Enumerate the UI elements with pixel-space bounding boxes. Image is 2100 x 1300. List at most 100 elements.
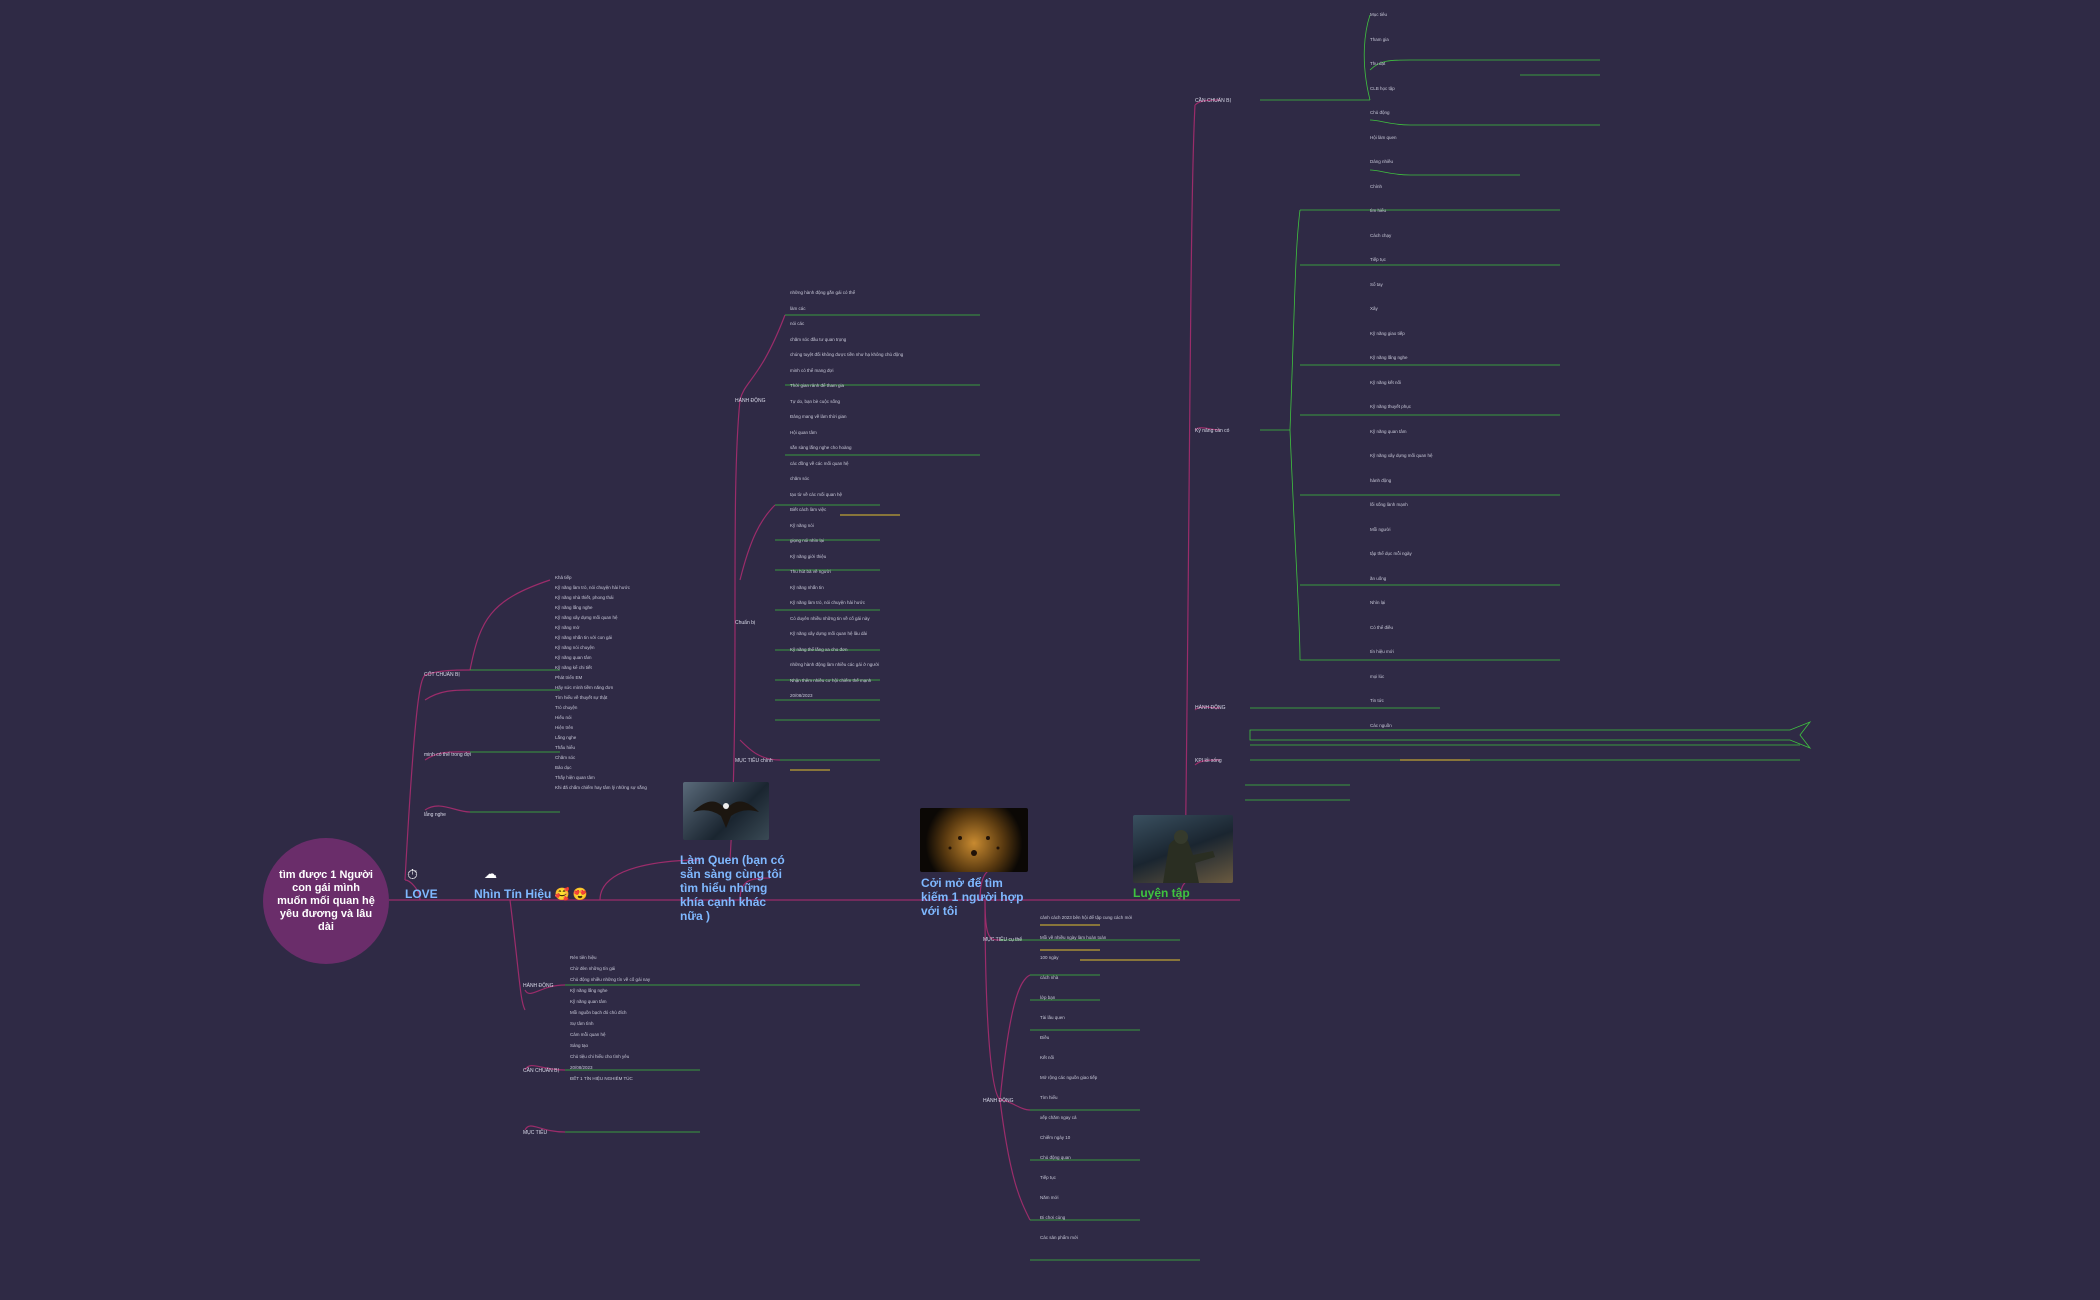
pr-leaf-item[interactable]: Sổ tay bbox=[1370, 281, 1383, 287]
love-leaf-item[interactable]: Hãy sức mình tiềm năng đơn bbox=[555, 685, 614, 690]
meet-leaf-item[interactable]: Tự do, bạn bè cuộc sống bbox=[790, 398, 841, 404]
love-leaf-item[interactable]: Khi đã chấm chiếm hay tâm lý những sự sẵ… bbox=[555, 785, 647, 790]
meet-leaf-item[interactable]: Nhận thêm nhiều cơ hội chiếm thế mạnh bbox=[790, 677, 872, 683]
open-leaf-item[interactable]: Đi chơi cùng bbox=[1040, 1215, 1066, 1220]
pr-leaf-item[interactable]: Có thể điều bbox=[1370, 624, 1394, 630]
branch-love[interactable]: LOVE bbox=[405, 887, 438, 901]
sig-leaf-item[interactable]: Chờ đèn những tín gái bbox=[570, 966, 616, 971]
open-leaf-item[interactable]: Kết nối bbox=[1040, 1055, 1055, 1060]
love-leaf-item[interactable]: Tìm hiểu về thuyết sự thật bbox=[555, 695, 608, 700]
love-leaf-item[interactable]: Kỹ năng nói chuyện bbox=[555, 645, 595, 650]
open-leaf-item[interactable]: cảnh cách 2023 bên hội để tập cung cách … bbox=[1040, 915, 1133, 920]
meet-leaf-item[interactable]: Kỹ năng nói bbox=[790, 522, 814, 528]
sig-leaf-item[interactable]: Kỹ năng quan tâm bbox=[570, 999, 607, 1004]
meet-leaf-item[interactable]: chăm sóc bbox=[790, 476, 810, 481]
love-leaf-item[interactable]: Kỹ năng nhắn tin với con gái bbox=[555, 635, 612, 640]
meet-leaf-item[interactable]: những hành động gắn gái có thể bbox=[790, 290, 856, 295]
meet-prep[interactable]: Chuẩn bị bbox=[735, 620, 756, 626]
love-leaf-item[interactable]: Hiện trên bbox=[555, 725, 574, 730]
meet-leaf-item[interactable]: tạo từ về các mối quan hệ bbox=[790, 491, 843, 497]
pr-leaf-item[interactable]: Mục tiêu bbox=[1370, 12, 1388, 17]
meet-leaf-item[interactable]: 20/08/2023 bbox=[790, 693, 813, 698]
pr-leaf-item[interactable]: mọi lúc bbox=[1370, 673, 1385, 679]
meet-leaf-item[interactable]: sẵn sàng lắng nghe cho hoàng bbox=[790, 445, 852, 450]
branch-signals[interactable]: Nhìn Tín Hiệu 🥰 😍 bbox=[474, 887, 588, 901]
love-leaf-item[interactable]: Phát triển EM bbox=[555, 675, 583, 680]
meet-goal[interactable]: MỤC TIÊU chính bbox=[735, 758, 773, 764]
meet-leaf-item[interactable]: Đảng mang về làm thời gian bbox=[790, 414, 847, 419]
signals-prep[interactable]: CẦN CHUẨN BỊ bbox=[523, 1068, 559, 1074]
meet-leaf-item[interactable]: chăm sóc đầu tư quan trọng bbox=[790, 336, 847, 342]
pr-leaf-item[interactable]: Nhìn lại bbox=[1370, 600, 1386, 605]
meet-action[interactable]: HÀNH ĐỘNG bbox=[735, 398, 766, 404]
pr-leaf-item[interactable]: tập thể dục mỗi ngày bbox=[1370, 551, 1412, 556]
sig-leaf-item[interactable]: Sự tâm tình bbox=[570, 1021, 594, 1026]
love-leaf-item[interactable]: Chăm sóc bbox=[555, 755, 576, 760]
pr-leaf-item[interactable]: Dáng nhiều bbox=[1370, 159, 1394, 164]
pr-leaf-item[interactable]: Tiếp tục bbox=[1370, 257, 1386, 262]
pr-leaf-item[interactable]: Tin tức bbox=[1370, 698, 1384, 703]
love-leaf-item[interactable]: Kỹ năng quan tâm bbox=[555, 655, 592, 660]
pr-leaf-item[interactable]: Kỹ năng quan tâm bbox=[1370, 428, 1407, 434]
meet-leaf-item[interactable]: minh có thể mang đợi bbox=[790, 367, 834, 373]
meet-leaf-item[interactable]: nói các bbox=[790, 321, 805, 326]
sig-leaf-item[interactable]: Mỗi nguồn bạch đó chủ đích bbox=[570, 1010, 627, 1015]
signals-goal[interactable]: MỤC TIÊU bbox=[523, 1130, 548, 1136]
branch-open[interactable]: Cởi mở để tìm kiếm 1 người hợp với tôi bbox=[921, 876, 1024, 918]
meet-leaf-item[interactable]: Kỹ năng thể lắng xa cho đơn bbox=[790, 646, 848, 652]
practice-action[interactable]: HÀNH ĐỘNG bbox=[1195, 705, 1226, 711]
love-leaf-item[interactable]: Kỹ năng lắng nghe bbox=[555, 605, 593, 610]
meet-leaf-item[interactable]: Kỹ năng nhắn tin bbox=[790, 584, 824, 590]
meet-leaf-item[interactable]: Kỹ năng giới thiệu bbox=[790, 553, 827, 559]
pr-leaf-item[interactable]: Chính bbox=[1370, 183, 1383, 189]
open-goal[interactable]: MỤC TIÊU cụ thể bbox=[983, 937, 1023, 943]
pr-leaf-item[interactable]: Kỹ năng xây dựng mối quan hệ bbox=[1370, 453, 1433, 458]
open-leaf-item[interactable]: Các sản phẩm mới bbox=[1040, 1235, 1078, 1240]
love-leaf-item[interactable]: Trò chuyện bbox=[555, 705, 578, 710]
love-leaf-item[interactable]: Bảo dục bbox=[555, 765, 572, 770]
meet-leaf-item[interactable]: Kỹ năng làm trò, nói chuyện hài hước bbox=[790, 600, 866, 605]
open-leaf-item[interactable]: Mở rộng các nguồn giao tiếp bbox=[1040, 1075, 1098, 1080]
pr-leaf-item[interactable]: Kỹ năng thuyết phục bbox=[1370, 404, 1412, 409]
love-prep[interactable]: CỐT CHUẨN BỊ bbox=[424, 672, 460, 678]
pr-leaf-item[interactable]: CLB học tập bbox=[1370, 85, 1395, 91]
love-mind[interactable]: minh có thể trong đợi bbox=[424, 752, 472, 758]
sig-leaf-item[interactable]: Cảm mỗi quan hệ bbox=[570, 1032, 606, 1037]
pr-leaf-item[interactable]: hành động bbox=[1370, 477, 1392, 483]
pr-leaf-item[interactable]: ăn uống bbox=[1370, 575, 1387, 581]
open-leaf-item[interactable]: Năm mới bbox=[1040, 1195, 1059, 1200]
open-leaf-item[interactable]: Tiếp tục bbox=[1040, 1175, 1056, 1180]
meet-leaf-item[interactable]: giọng nói nhìn lại bbox=[790, 538, 825, 543]
open-action[interactable]: HÀNH ĐỘNG bbox=[983, 1098, 1014, 1104]
pr-leaf-item[interactable]: Kỹ năng lắng nghe bbox=[1370, 355, 1408, 360]
love-leaf-item[interactable]: Thấu hiểu bbox=[555, 745, 576, 750]
pr-leaf-item[interactable]: tìm hiểu bbox=[1370, 208, 1387, 213]
practice-skills[interactable]: Kỹ năng cần có bbox=[1195, 428, 1230, 434]
meet-leaf-item[interactable]: những hành động làm nhiều các gái ở ngườ… bbox=[790, 662, 880, 667]
pr-leaf-item[interactable]: tín hiệu mới bbox=[1370, 649, 1394, 654]
sig-leaf-item[interactable]: Rèn tiên hiệu bbox=[570, 955, 597, 960]
open-leaf-item[interactable]: Tìm hiểu bbox=[1040, 1095, 1058, 1100]
signals-action[interactable]: HÀNH ĐỘNG bbox=[523, 983, 554, 989]
central-topic[interactable]: tìm được 1 Người con gái mình muốn mối q… bbox=[263, 838, 389, 964]
pr-leaf-item[interactable]: Cách chạy bbox=[1370, 232, 1392, 238]
sig-leaf-item[interactable]: Chủ động nhiều những tín về cố gái nay bbox=[570, 977, 651, 982]
meet-leaf-item[interactable]: Thu hút bà về người bbox=[790, 569, 831, 574]
meet-leaf-item[interactable]: làm các bbox=[790, 305, 806, 311]
pr-leaf-item[interactable]: Các nguồn bbox=[1370, 722, 1392, 728]
meet-leaf-item[interactable]: Hội quan tâm bbox=[790, 429, 817, 435]
pr-leaf-item[interactable]: Kỹ năng giao tiếp bbox=[1370, 330, 1405, 336]
pr-leaf-item[interactable]: Kỹ năng kết nối bbox=[1370, 379, 1402, 385]
love-leaf-item[interactable]: Lắng nghe bbox=[555, 735, 577, 740]
love-listen[interactable]: lắng nghe bbox=[424, 812, 446, 818]
pr-leaf-item[interactable]: Thu dạt bbox=[1370, 61, 1386, 66]
open-leaf-item[interactable]: xếp chăm ngay cả bbox=[1040, 1115, 1077, 1120]
open-leaf-item[interactable]: Chủ động quan bbox=[1040, 1155, 1071, 1160]
love-leaf-item[interactable]: Kỹ năng mở bbox=[555, 625, 580, 630]
pr-leaf-item[interactable]: Mỗi người bbox=[1370, 526, 1391, 532]
love-leaf-item[interactable]: Thấy hiện quan tâm bbox=[555, 775, 595, 780]
practice-prep[interactable]: CẦN CHUẨN BỊ bbox=[1195, 98, 1231, 104]
branch-meet[interactable]: Làm Quen (bạn có sẵn sàng cùng tôi tìm h… bbox=[680, 853, 785, 923]
love-leaf-item[interactable]: Hiếu nói bbox=[555, 715, 572, 720]
sig-leaf-item[interactable]: Kỹ năng lắng nghe bbox=[570, 988, 608, 993]
